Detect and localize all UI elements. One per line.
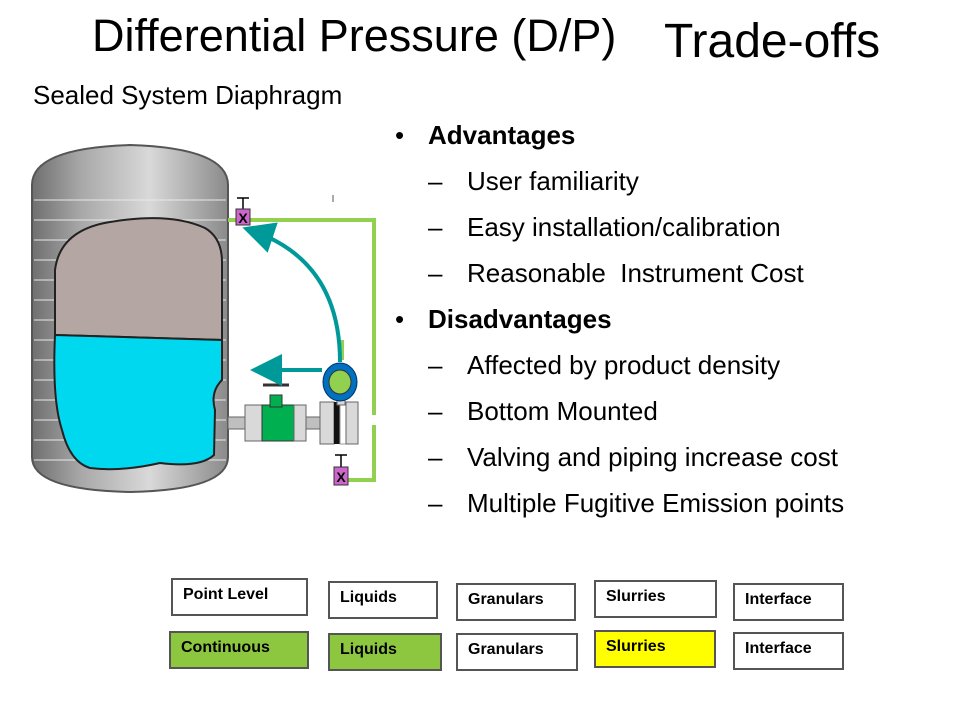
tag-liquids-continuous: Liquids	[328, 633, 442, 671]
advantages-heading: • Advantages	[395, 112, 844, 158]
advantage-item: –Easy installation/calibration	[395, 204, 844, 250]
diagram-subtitle: Sealed System Diaphragm	[33, 80, 343, 110]
dash-icon: –	[428, 350, 443, 380]
disadvantages-heading: • Disadvantages	[395, 296, 844, 342]
vapor-space	[54, 217, 223, 342]
disadvantage-item: –Multiple Fugitive Emission points	[395, 480, 844, 526]
bottom-valve-mark: X	[336, 469, 346, 485]
disadvantage-item: –Bottom Mounted	[395, 388, 844, 434]
dash-icon: –	[428, 396, 443, 426]
pressure-arrows	[242, 222, 342, 386]
disadvantage-item: –Affected by product density	[395, 342, 844, 388]
tag-continuous: Continuous	[169, 631, 309, 669]
dash-icon: –	[428, 166, 443, 196]
tag-interface-continuous: Interface	[733, 632, 844, 670]
tag-granulars-continuous: Granulars	[456, 633, 578, 671]
advantage-text: Reasonable Instrument Cost	[467, 258, 804, 288]
tag-slurries-continuous: Slurries	[594, 630, 716, 668]
tag-liquids-point: Liquids	[328, 581, 438, 619]
disadvantage-text: Valving and piping increase cost	[467, 442, 838, 472]
tag-interface-point: Interface	[733, 583, 844, 621]
advantage-text: Easy installation/calibration	[467, 212, 781, 242]
isolation-valve-assembly	[227, 383, 323, 442]
page-title-suffix: Trade-offs	[664, 15, 881, 68]
liquid-product	[53, 333, 223, 471]
bullet-icon: •	[395, 304, 405, 334]
bottom-valve: X	[333, 454, 349, 486]
disadvantage-text: Multiple Fugitive Emission points	[467, 488, 845, 518]
disadvantage-text: Bottom Mounted	[467, 396, 658, 426]
dash-icon: –	[428, 442, 443, 472]
advantages-heading-text: Advantages	[428, 120, 576, 150]
advantage-text: User familiarity	[467, 166, 639, 196]
disadvantage-item: –Valving and piping increase cost	[395, 434, 844, 480]
dash-icon: –	[428, 258, 443, 288]
top-valve: X	[235, 197, 251, 226]
tag-granulars-point: Granulars	[456, 583, 576, 621]
page-title: Differential Pressure (D/P)	[92, 10, 617, 61]
tradeoffs-list: •Advantages –User familiarity –Easy inst…	[395, 112, 844, 526]
top-valve-mark: X	[238, 210, 248, 226]
disadvantage-text: Affected by product density	[467, 350, 781, 380]
disadvantages-heading-text: Disadvantages	[428, 304, 612, 334]
tag-point-level: Point Level	[171, 578, 308, 616]
advantage-item: –User familiarity	[395, 158, 844, 204]
dp-transmitter	[319, 362, 359, 445]
tag-slurries-point: Slurries	[594, 580, 717, 618]
dash-icon: –	[428, 488, 443, 518]
advantage-item: –Reasonable Instrument Cost	[395, 250, 844, 296]
bullet-icon: •	[395, 120, 405, 150]
dash-icon: –	[428, 212, 443, 242]
